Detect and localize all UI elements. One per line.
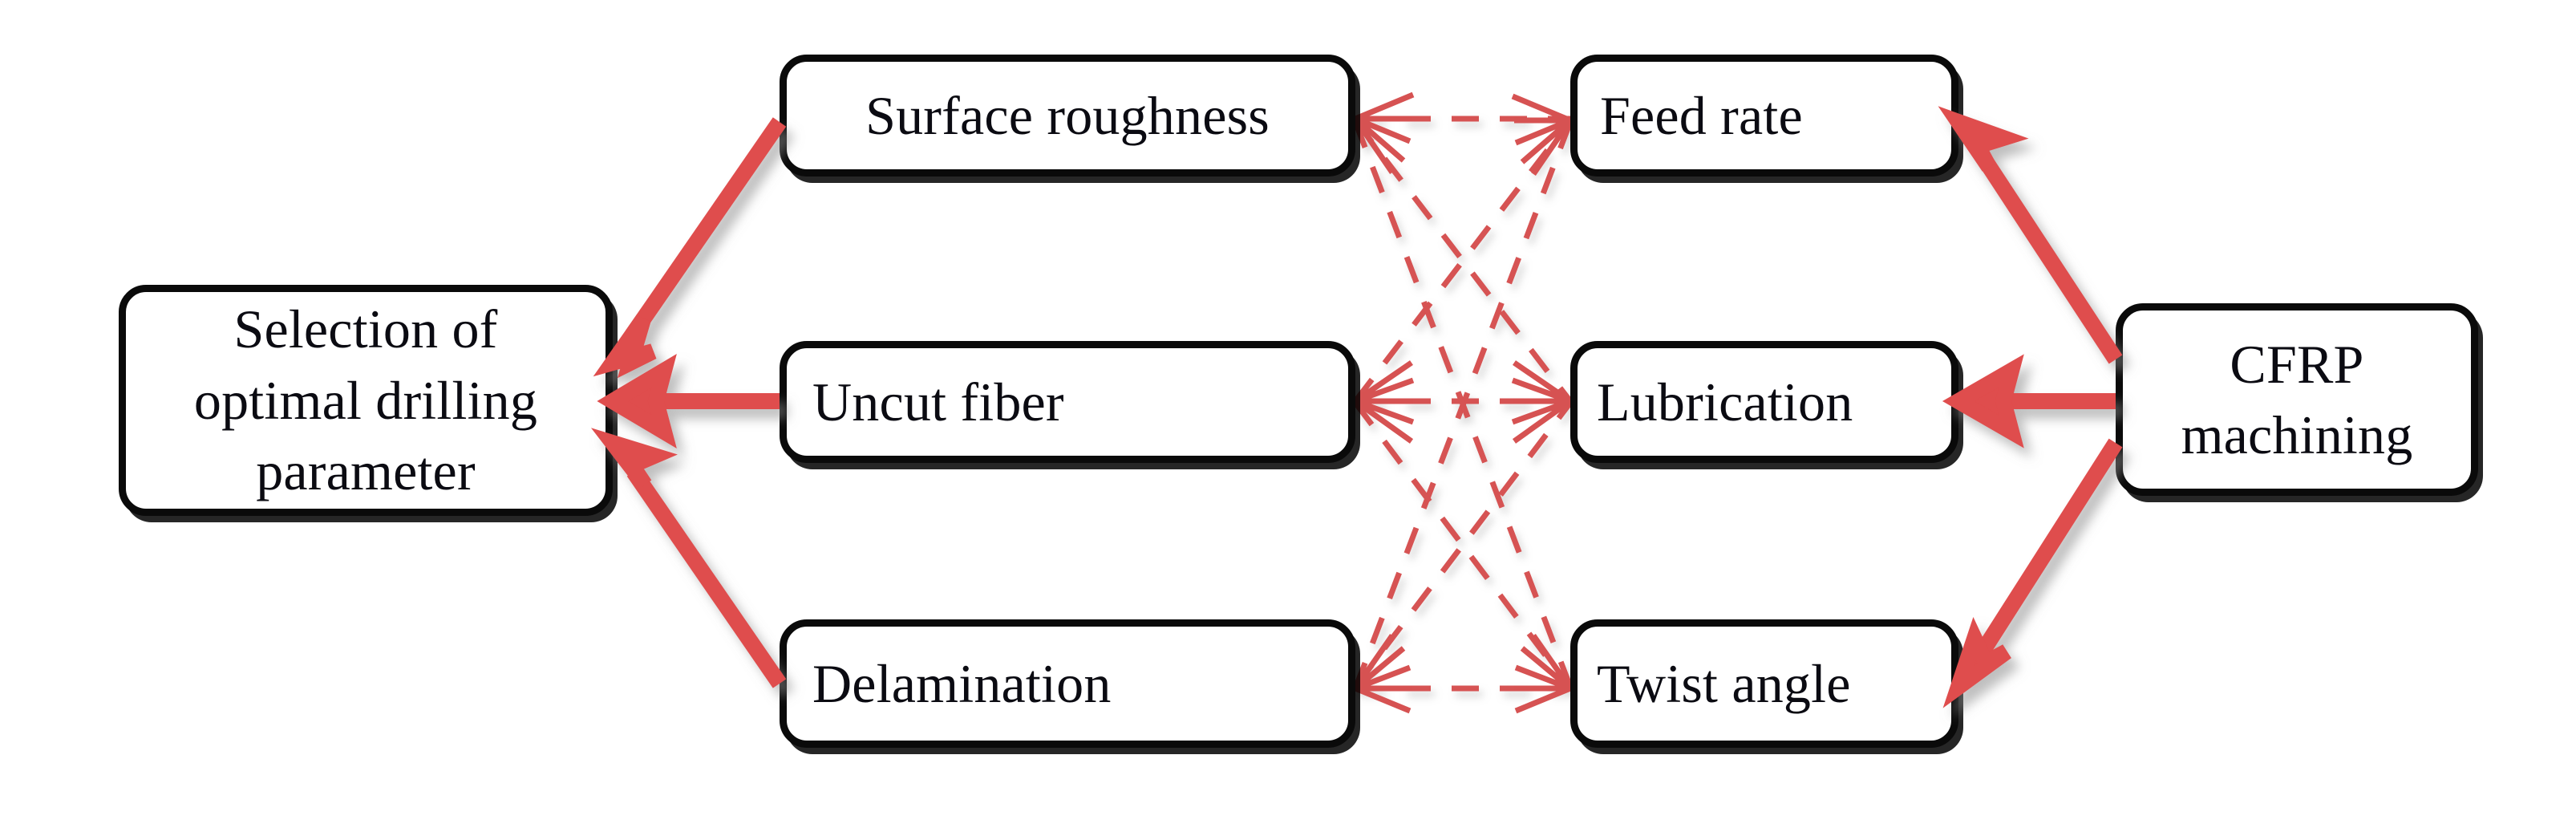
- node-label: Lubrication: [1597, 371, 1853, 432]
- node-feed-rate[interactable]: Feed rate: [1570, 55, 1958, 177]
- node-delamination[interactable]: Delamination: [780, 619, 1355, 748]
- arrowhead-into-delamination: [1353, 633, 1412, 714]
- node-uncut-fiber[interactable]: Uncut fiber: [780, 341, 1355, 463]
- node-label: Delamination: [812, 652, 1112, 714]
- node-label: Feed rate: [1600, 84, 1803, 146]
- node-label: Surface roughness: [865, 84, 1270, 146]
- dashed-arrowheads: [1353, 91, 1573, 714]
- node-label: CFRP machining: [2181, 333, 2413, 465]
- node-twist-angle[interactable]: Twist angle: [1570, 619, 1958, 748]
- edge-twist-surface: [1352, 120, 1574, 688]
- arrowhead-into-feed: [1511, 93, 1573, 176]
- node-label: Uncut fiber: [812, 371, 1064, 432]
- node-label: Selection of optimal drilling parameter: [193, 298, 538, 502]
- arrowhead-into-lubrication: [1511, 360, 1573, 444]
- arrowhead-into-uncut: [1353, 360, 1415, 444]
- node-surface-roughness[interactable]: Surface roughness: [780, 55, 1355, 177]
- arrowhead-into-surface: [1353, 91, 1415, 174]
- node-cfrp-machining[interactable]: CFRP machining: [2116, 303, 2478, 496]
- node-label: Twist angle: [1597, 652, 1851, 714]
- edge-feed-uncut: [1353, 118, 1573, 404]
- arrowhead-into-twist: [1514, 633, 1573, 714]
- node-lubrication[interactable]: Lubrication: [1570, 341, 1958, 463]
- node-selection-of-optimal-drilling-parameter[interactable]: Selection of optimal drilling parameter: [119, 285, 613, 516]
